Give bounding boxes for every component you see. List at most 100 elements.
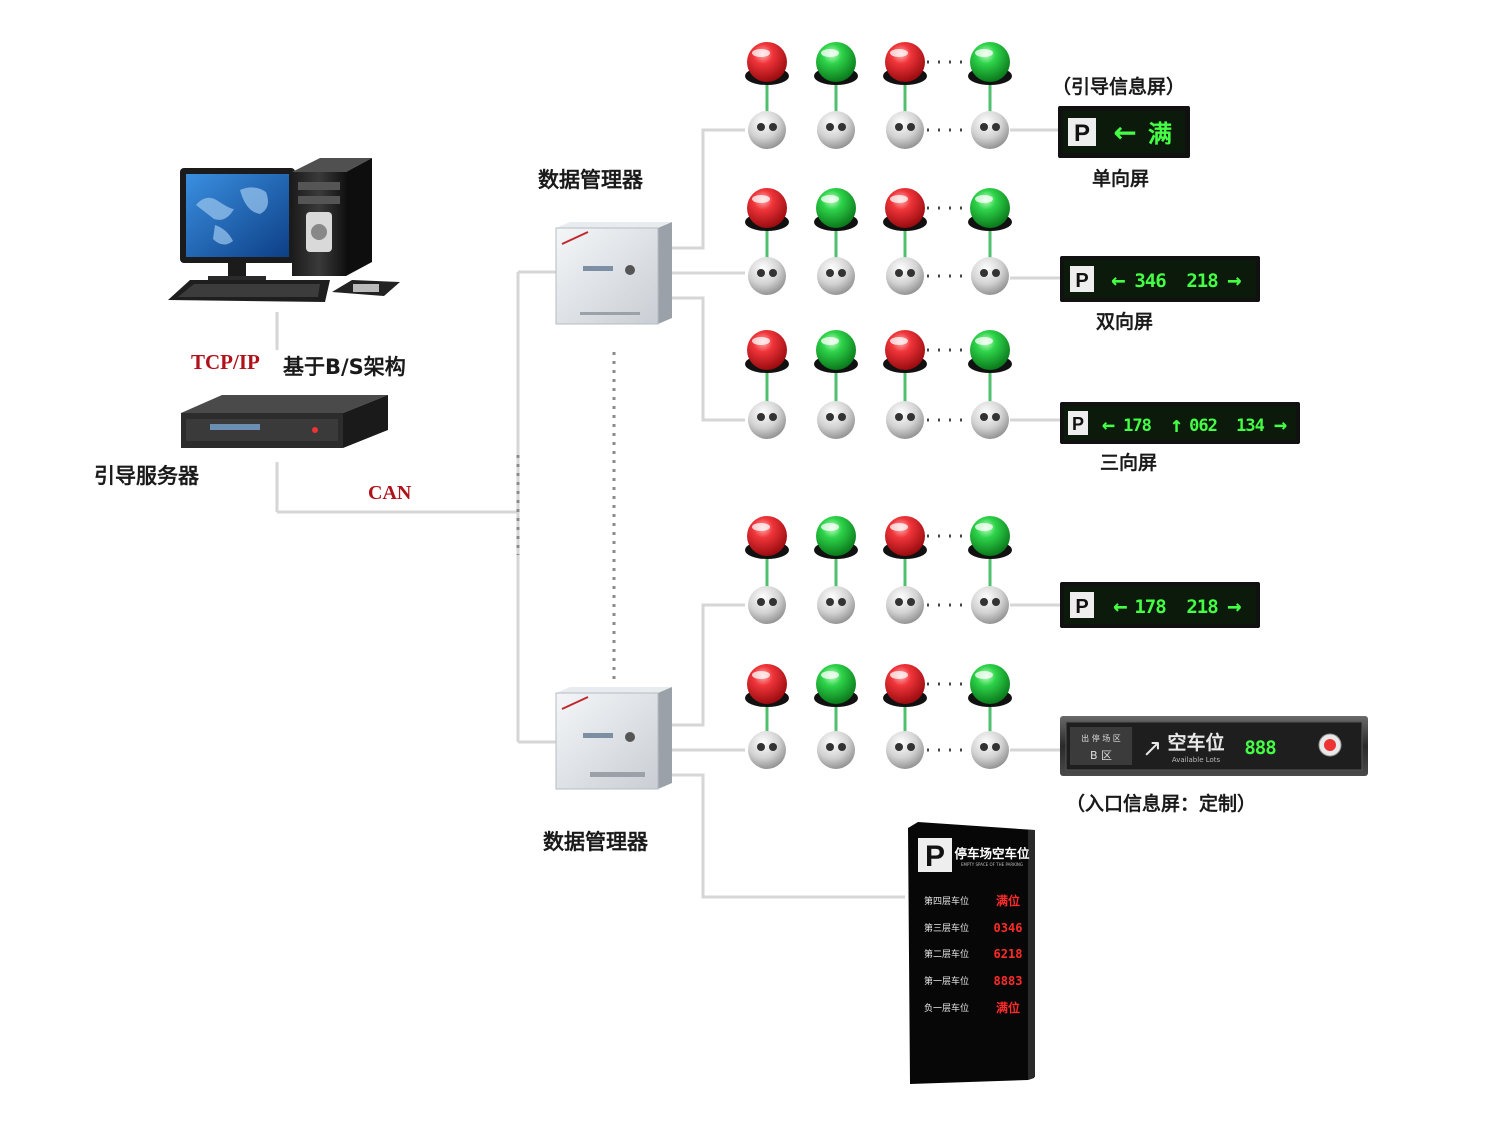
signboard-row-label: 第四层车位 — [924, 895, 969, 907]
sensor-eye — [757, 269, 765, 277]
right-arrow: → — [1227, 592, 1241, 620]
signboard-row: 第二层车位 6218 — [924, 947, 1022, 961]
sensor-eye — [769, 598, 777, 606]
sensor-eye — [757, 123, 765, 131]
signboard-row: 第四层车位满位 — [924, 893, 1020, 908]
monitor-icon — [180, 168, 295, 282]
parking-sensor-unit — [745, 188, 789, 295]
parking-icon: P — [1075, 596, 1088, 618]
signboard-row: 负一层车位 满位 — [924, 1000, 1020, 1015]
red-indicator-light-icon — [747, 42, 787, 82]
parking-sensor-unit — [745, 42, 789, 149]
sensor-eye — [895, 413, 903, 421]
screen-status: 满 — [1148, 120, 1172, 148]
light-highlight — [821, 337, 839, 345]
sensor-eye — [907, 123, 915, 131]
ultrasonic-sensor-icon — [817, 401, 855, 439]
light-highlight — [752, 523, 770, 531]
green-indicator-light-icon — [816, 516, 856, 556]
sensor-eye — [838, 598, 846, 606]
pc-tower-icon — [292, 158, 372, 276]
sensor-eye — [757, 743, 765, 751]
guide-server-label: 引导服务器 — [94, 464, 199, 488]
parking-sensor-unit — [968, 330, 1012, 439]
ultrasonic-sensor-icon — [886, 257, 924, 295]
light-highlight — [821, 671, 839, 679]
parking-sensor-unit — [883, 42, 927, 149]
single-screen-label: 单向屏 — [1092, 168, 1150, 190]
left-value: 178 — [1134, 596, 1166, 618]
sensor-eye — [907, 413, 915, 421]
right-arrow: → — [1274, 413, 1287, 438]
parking-icon: P — [1072, 414, 1084, 434]
signboard-parking-icon: P — [925, 840, 945, 873]
light-highlight — [975, 671, 993, 679]
ultrasonic-sensor-icon — [886, 401, 924, 439]
ultrasonic-sensor-icon — [748, 401, 786, 439]
ultrasonic-sensor-icon — [971, 257, 1009, 295]
signboard-row-label: 负一层车位 — [924, 1002, 969, 1014]
sensor-eye — [992, 743, 1000, 751]
signboard-row-label: 第二层车位 — [924, 948, 969, 960]
sensor-eye — [980, 269, 988, 277]
ultrasonic-sensor-icon — [748, 586, 786, 624]
double-direction-screen: P ← 346 218 → — [1060, 256, 1260, 302]
parking-sensor-unit — [745, 330, 789, 439]
right-arrow: → — [1227, 266, 1241, 294]
light-highlight — [890, 195, 908, 203]
light-highlight — [752, 195, 770, 203]
sensor-eye — [907, 598, 915, 606]
entrance-info-screen: 出 停 场 区 B 区 ↗ 空车位 Available Lots 888 — [1060, 716, 1368, 776]
up-value: 062 — [1189, 416, 1217, 436]
sensor-eye — [769, 269, 777, 277]
single-direction-screen: P ← 满 — [1058, 106, 1190, 158]
parking-sensor-unit — [883, 664, 927, 769]
green-indicator-light-icon — [816, 330, 856, 370]
sensor-eye — [826, 123, 834, 131]
entrance-screen-label: （入口信息屏：定制） — [1066, 793, 1257, 815]
sensor-eye — [992, 598, 1000, 606]
sensor-row — [745, 330, 1012, 439]
signboard-row-value: 满位 — [996, 1000, 1020, 1015]
green-indicator-light-icon — [970, 42, 1010, 82]
parking-sensor-unit — [968, 516, 1012, 624]
left-value: 346 — [1134, 270, 1166, 292]
light-highlight — [752, 49, 770, 57]
light-highlight — [752, 671, 770, 679]
ultrasonic-sensor-icon — [971, 111, 1009, 149]
sensor-eye — [838, 743, 846, 751]
signboard-row-value: 6218 — [994, 947, 1023, 961]
data-manager-bottom-label: 数据管理器 — [543, 830, 648, 854]
green-indicator-light-icon — [970, 664, 1010, 704]
ultrasonic-sensor-icon — [817, 111, 855, 149]
parking-sensor-unit — [883, 516, 927, 624]
signboard-row-label: 第三层车位 — [924, 922, 969, 934]
sensor-eye — [895, 123, 903, 131]
ultrasonic-sensor-icon — [971, 731, 1009, 769]
light-highlight — [975, 49, 993, 57]
green-indicator-light-icon — [970, 188, 1010, 228]
green-indicator-light-icon — [816, 188, 856, 228]
entrance-count: 888 — [1244, 737, 1276, 759]
signboard-row-label: 第一层车位 — [924, 975, 969, 987]
triple-screen-label: 三向屏 — [1100, 452, 1158, 474]
sensor-eye — [826, 598, 834, 606]
red-indicator-light-icon — [885, 516, 925, 556]
sensor-eye — [980, 598, 988, 606]
sensor-eye — [838, 413, 846, 421]
light-highlight — [975, 195, 993, 203]
light-highlight — [821, 195, 839, 203]
red-indicator-light-icon — [747, 188, 787, 228]
ultrasonic-sensor-icon — [886, 731, 924, 769]
parking-sensor-unit — [814, 330, 858, 439]
up-arrow: ↑ — [1170, 413, 1182, 438]
sensor-eye — [895, 598, 903, 606]
ultrasonic-sensor-icon — [748, 111, 786, 149]
entrance-subtitle: Available Lots — [1172, 756, 1221, 764]
sensor-eye — [826, 743, 834, 751]
parking-sensor-unit — [814, 188, 858, 295]
ultrasonic-sensor-icon — [748, 257, 786, 295]
